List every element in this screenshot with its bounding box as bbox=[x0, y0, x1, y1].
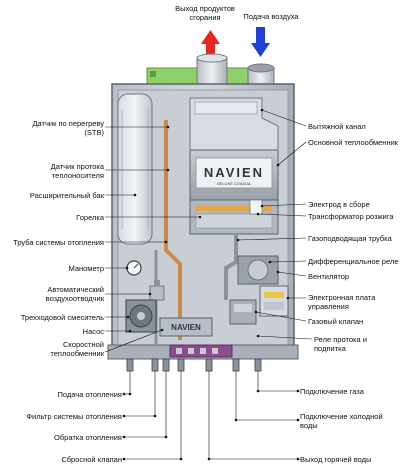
leader-line bbox=[261, 203, 307, 207]
leader-line bbox=[104, 329, 163, 353]
gas-valve bbox=[229, 299, 257, 325]
label-main-hex: Основной теплообменник bbox=[308, 138, 399, 147]
leader-dot bbox=[122, 392, 126, 396]
leader-dot bbox=[122, 414, 126, 418]
label-fan: Вентилятор bbox=[308, 272, 350, 281]
main-heat-exchanger: NAVIEN DELUXE COAXIAL bbox=[189, 149, 279, 201]
leader-dot bbox=[122, 435, 126, 439]
label-hot-water: Выход горячей воды bbox=[300, 455, 372, 464]
leader-dot bbox=[126, 315, 130, 319]
intake-label: Подача воздуха bbox=[243, 12, 299, 21]
leader-dot bbox=[296, 457, 300, 461]
fast-hex-logo: NAVIEN bbox=[171, 323, 201, 332]
label-burner: Горелка bbox=[76, 213, 104, 222]
label-pump: Насос bbox=[82, 327, 104, 336]
leader-line bbox=[269, 260, 307, 263]
leader-line bbox=[277, 271, 307, 277]
label-three-way: Трехходовой смеситель bbox=[20, 313, 104, 322]
label-gas-valve: Газовый клапан bbox=[308, 317, 364, 326]
leader-line bbox=[237, 237, 307, 241]
leader-line bbox=[255, 311, 307, 322]
pump bbox=[125, 299, 157, 333]
leader-dot bbox=[256, 334, 260, 338]
label-flow-sensor: Датчик протока теплоносителя bbox=[50, 162, 104, 180]
leader-dot bbox=[198, 215, 202, 219]
leader-dot bbox=[166, 125, 170, 129]
leader-dot bbox=[254, 310, 258, 314]
label-heat-pipe: Труба системы отопления bbox=[13, 238, 104, 247]
label-air-vent: Автоматический воздухоотводчик bbox=[45, 285, 104, 303]
label-manometer: Манометр bbox=[68, 264, 104, 273]
leader-dot bbox=[260, 108, 264, 112]
label-heat-filter: Фильтр системы отопления bbox=[26, 412, 122, 421]
leader-dot bbox=[164, 240, 168, 244]
leader-line bbox=[257, 335, 313, 340]
label-drain-valve: Сбросной клапан bbox=[61, 455, 122, 464]
leader-dot bbox=[276, 163, 280, 167]
leader-dot bbox=[276, 270, 280, 274]
leader-dot bbox=[166, 168, 170, 172]
label-diff-relay: Дифференциальное реле bbox=[308, 257, 399, 266]
label-gas-tube: Газоподводящая трубка bbox=[308, 234, 392, 243]
expansion-tank bbox=[117, 93, 153, 245]
leader-dot bbox=[160, 328, 164, 332]
intake-arrow-icon bbox=[251, 27, 270, 57]
label-exhaust-channel: Вытяжной канал bbox=[308, 122, 366, 131]
leader-dot bbox=[296, 389, 300, 393]
burner bbox=[189, 199, 279, 235]
leader-dot bbox=[256, 212, 260, 216]
flue-adapter bbox=[146, 53, 275, 99]
leader-dot bbox=[260, 204, 264, 208]
exhaust-label: Выход продуктов сгорания bbox=[175, 4, 235, 22]
label-fast-hex: Скоростной теплообменник bbox=[50, 340, 104, 358]
leader-dot bbox=[133, 193, 137, 197]
label-ignition-transformer: Трансформатор розжига bbox=[308, 212, 394, 221]
leader-dot bbox=[236, 238, 240, 242]
label-gas-connection: Подключение газа bbox=[300, 387, 364, 396]
leader-dot bbox=[296, 418, 300, 422]
leader-dot bbox=[286, 296, 290, 300]
brand-name: NAVIEN bbox=[204, 165, 264, 180]
leader-dot bbox=[122, 457, 126, 461]
manometer bbox=[126, 260, 142, 276]
leader-dot bbox=[128, 329, 132, 333]
control-board bbox=[259, 285, 289, 317]
label-expansion-tank: Расширительный бак bbox=[29, 191, 104, 200]
label-flow-relay: Реле протока и подпитка bbox=[314, 335, 367, 353]
gas-tube bbox=[224, 234, 238, 300]
label-heat-supply: Подача отопления bbox=[57, 390, 122, 399]
fan bbox=[237, 255, 279, 285]
brand-model: DELUXE COAXIAL bbox=[217, 181, 252, 186]
label-heat-return: Обратка отопления bbox=[54, 433, 122, 442]
exhaust-arrow-icon bbox=[201, 30, 220, 58]
leader-dot bbox=[125, 266, 129, 270]
leader-line bbox=[261, 109, 307, 127]
leader-dot bbox=[148, 292, 152, 296]
label-control-board: Электронная плата управления bbox=[308, 293, 376, 311]
leader-dot bbox=[268, 260, 272, 264]
leader-line bbox=[277, 141, 307, 166]
label-stb: Датчик по перегреву (STB) bbox=[32, 119, 104, 137]
label-electrode: Электрод в сборе bbox=[308, 200, 370, 209]
bottom-fittings bbox=[126, 358, 262, 372]
connection-manifold bbox=[169, 344, 233, 358]
fast-heat-exchanger: NAVIEN bbox=[159, 317, 213, 337]
label-cold-water: Подключение холодной воды bbox=[300, 412, 383, 430]
leader-line bbox=[257, 213, 307, 217]
